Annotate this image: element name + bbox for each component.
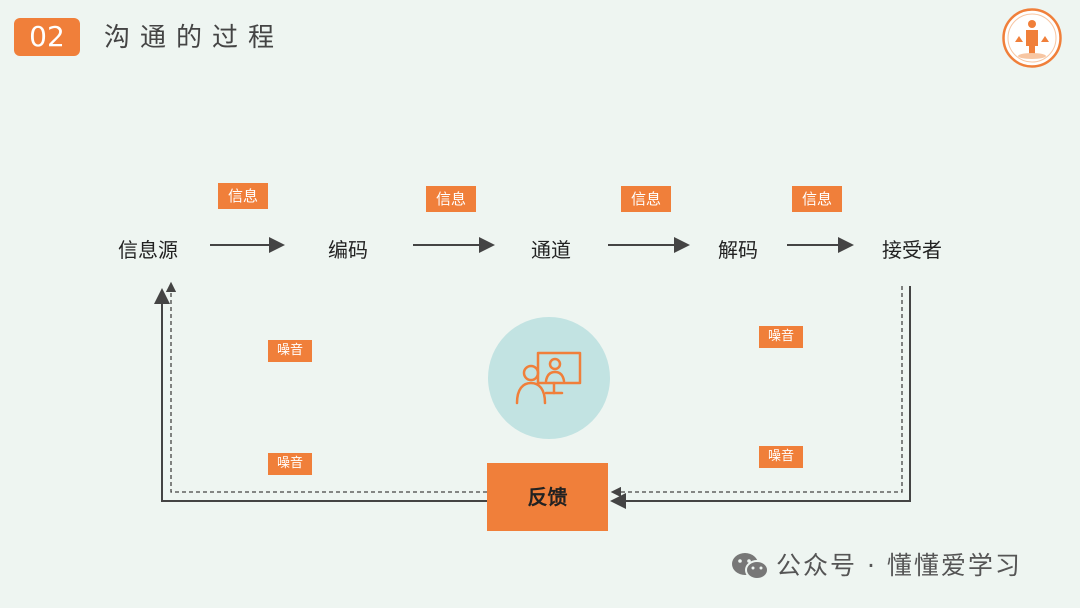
node-source: 信息源	[118, 238, 178, 262]
noise-label: 噪音	[759, 326, 803, 348]
noise-label: 噪音	[268, 453, 312, 475]
noise-label: 噪音	[759, 446, 803, 468]
node-encode: 编码	[328, 238, 368, 262]
section-number-badge: 02	[14, 18, 80, 56]
logo-icon	[1002, 8, 1062, 68]
center-circle	[488, 317, 610, 439]
feedback-line-left-dashed	[165, 281, 487, 493]
message-label: 信息	[792, 186, 842, 212]
message-label: 信息	[218, 183, 268, 209]
noise-label: 噪音	[268, 340, 312, 362]
message-label: 信息	[426, 186, 476, 212]
watermark-text: 公众号 · 懂懂爱学习	[776, 551, 1022, 580]
presentation-people-icon	[515, 351, 582, 405]
wechat-icon	[732, 553, 769, 580]
node-channel: 通道	[531, 238, 571, 262]
message-label: 信息	[621, 186, 671, 212]
page-title: 沟通的过程	[104, 23, 285, 53]
feedback-box: 反馈	[487, 463, 608, 531]
feedback-line-left-solid	[154, 288, 487, 502]
feedback-line-right-dashed	[610, 286, 903, 498]
feedback-line-right-solid	[610, 286, 911, 509]
node-decode: 解码	[718, 238, 758, 262]
node-receiver: 接受者	[882, 238, 942, 262]
